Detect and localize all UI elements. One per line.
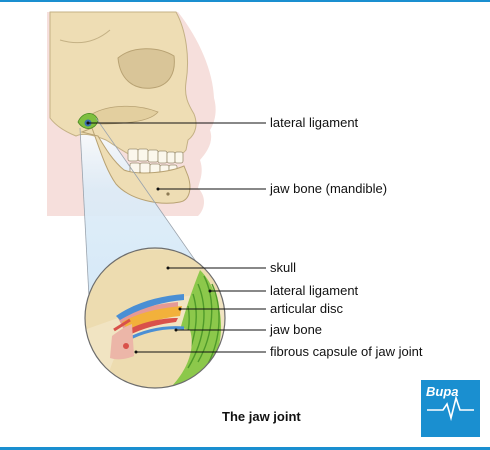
- top-border-line: [0, 0, 490, 2]
- upper-teeth: [127, 148, 184, 164]
- bottom-border-line: [0, 447, 490, 450]
- label-articular-disc: articular disc: [270, 301, 343, 316]
- mandible-shape: [80, 127, 191, 204]
- bupa-logo: Bupa: [421, 380, 480, 437]
- cheekbone: [91, 105, 159, 125]
- label-jaw-bone: jaw bone: [270, 322, 323, 337]
- label-fibrous-capsule: fibrous capsule of jaw joint: [270, 344, 423, 359]
- leader-dots: [86, 121, 212, 354]
- figure-caption: The jaw joint: [222, 409, 301, 424]
- label-lateral-ligament: lateral ligament: [270, 283, 359, 298]
- leader-lines: [88, 122, 266, 353]
- bupa-logo-text: Bupa: [426, 384, 459, 399]
- magnified-joint-view: [84, 247, 226, 389]
- label-skull: skull: [270, 260, 297, 275]
- label-jaw-bone-mandible: jaw bone (mandible): [270, 181, 388, 196]
- heartbeat-icon: [427, 395, 474, 422]
- skull-suture: [59, 29, 111, 44]
- beam-edge-left: [79, 127, 91, 317]
- eye-socket: [117, 48, 175, 89]
- mental-foramen: [166, 192, 170, 196]
- label-lateral-ligament-top: lateral ligament: [270, 115, 359, 130]
